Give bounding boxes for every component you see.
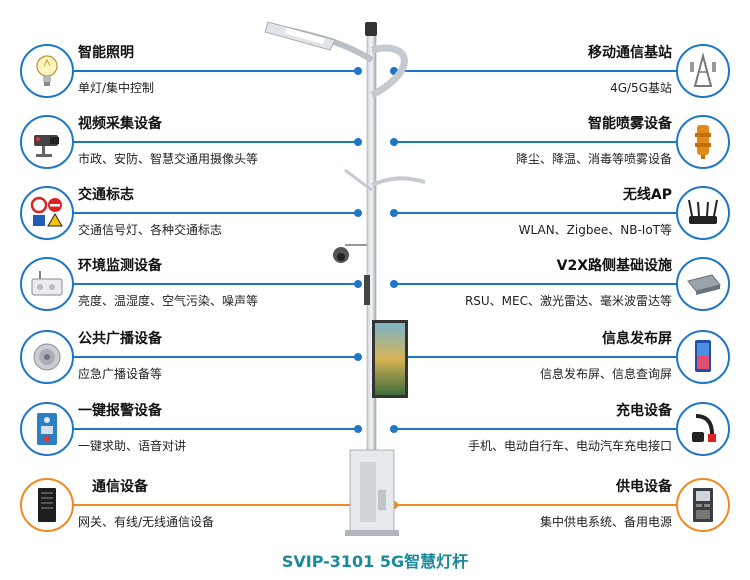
- item-title: 通信设备: [92, 479, 148, 495]
- camera-icon: [20, 115, 74, 169]
- item-title: 智能照明: [78, 45, 134, 61]
- item-description: 网关、有线/无线通信设备: [78, 515, 215, 529]
- item-title: 智能喷雾设备: [588, 116, 672, 132]
- sensor-box-icon: [20, 257, 74, 311]
- right-item-info-display: 信息发布屏 信息发布屏、信息查询屏: [390, 326, 730, 390]
- item-title: 一键报警设备: [78, 403, 162, 419]
- spray-nozzle-icon: [676, 115, 730, 169]
- item-title: 环境监测设备: [78, 258, 162, 274]
- item-title: 信息发布屏: [602, 331, 672, 347]
- right-item-wireless-ap: 无线AP WLAN、Zigbee、NB-IoT等: [390, 182, 730, 246]
- item-title: 交通标志: [78, 187, 134, 203]
- right-item-power-supply: 供电设备 集中供电系统、备用电源: [390, 474, 730, 538]
- rsu-device-icon: [676, 257, 730, 311]
- wifi-router-icon: [676, 186, 730, 240]
- right-item-charging: 充电设备 手机、电动自行车、电动汽车充电接口: [390, 398, 730, 462]
- item-title: V2X路侧基础设施: [556, 258, 672, 274]
- left-item-public-broadcast: 公共广播设备 应急广播设备等: [20, 326, 362, 390]
- item-description: 一键求助、语音对讲: [78, 439, 187, 453]
- item-description: 交通信号灯、各种交通标志: [78, 223, 223, 237]
- right-item-smart-spray: 智能喷雾设备 降尘、降温、消毒等喷雾设备: [390, 111, 730, 175]
- server-cabinet-icon: [20, 478, 74, 532]
- alarm-panel-icon: [20, 402, 74, 456]
- item-description: 手机、电动自行车、电动汽车充电接口: [467, 439, 672, 453]
- item-description: 单灯/集中控制: [78, 81, 155, 95]
- item-title: 无线AP: [622, 187, 672, 203]
- item-description: 4G/5G基站: [610, 81, 672, 95]
- item-description: 应急广播设备等: [78, 367, 163, 381]
- item-description: 亮度、温湿度、空气污染、噪声等: [78, 294, 259, 308]
- traffic-sign-icon: [20, 186, 74, 240]
- display-screen-icon: [676, 330, 730, 384]
- left-item-environment-monitoring: 环境监测设备 亮度、温湿度、空气污染、噪声等: [20, 253, 362, 317]
- item-description: 信息发布屏、信息查询屏: [539, 367, 672, 381]
- left-item-traffic-signs: 交通标志 交通信号灯、各种交通标志: [20, 182, 362, 246]
- item-description: WLAN、Zigbee、NB-IoT等: [518, 223, 672, 237]
- item-title: 移动通信基站: [588, 45, 672, 61]
- power-cabinet-icon: [676, 478, 730, 532]
- item-description: RSU、MEC、激光雷达、毫米波雷达等: [464, 294, 672, 308]
- item-title: 视频采集设备: [78, 116, 162, 132]
- item-description: 集中供电系统、备用电源: [539, 515, 672, 529]
- base-station-icon: [676, 44, 730, 98]
- item-description: 市政、安防、智慧交通用摄像头等: [78, 152, 259, 166]
- item-title: 供电设备: [616, 479, 672, 495]
- speaker-icon: [20, 330, 74, 384]
- left-item-communication: 通信设备 网关、有线/无线通信设备: [20, 474, 362, 538]
- item-title: 公共广播设备: [78, 331, 162, 347]
- right-item-v2x-infrastructure: V2X路侧基础设施 RSU、MEC、激光雷达、毫米波雷达等: [390, 253, 730, 317]
- right-item-mobile-base-station: 移动通信基站 4G/5G基站: [390, 40, 730, 104]
- left-item-one-key-alarm: 一键报警设备 一键求助、语音对讲: [20, 398, 362, 462]
- item-title: 充电设备: [616, 403, 672, 419]
- charging-plug-icon: [676, 402, 730, 456]
- left-item-video-capture: 视频采集设备 市政、安防、智慧交通用摄像头等: [20, 111, 362, 175]
- left-item-smart-lighting: 智能照明 单灯/集中控制: [20, 40, 362, 104]
- light-bulb-icon: [20, 44, 74, 98]
- diagram-caption: SVIP-3101 5G智慧灯杆: [281, 552, 469, 571]
- item-description: 降尘、降温、消毒等喷雾设备: [515, 152, 672, 166]
